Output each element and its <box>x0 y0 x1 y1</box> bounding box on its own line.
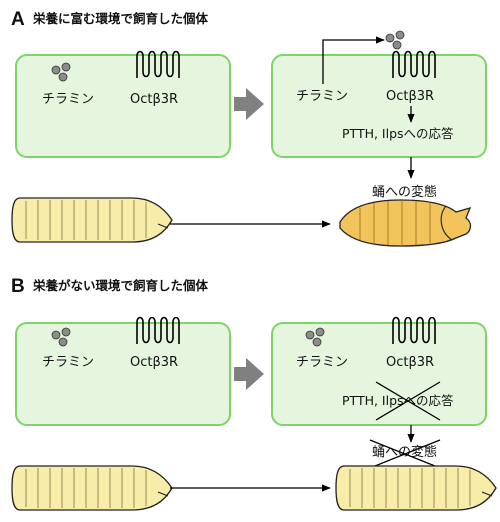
receptor-label: Octβ3R <box>386 355 434 370</box>
binding-arrow-icon <box>322 36 385 84</box>
pupa-icon <box>339 199 472 247</box>
panel-b-right-cell: チラミン Octβ3R PTTH, Ilpsへの応答 <box>271 316 487 426</box>
panel-a-title: 栄養に富む環境で飼育した個体 <box>32 11 209 26</box>
receptor-label: Octβ3R <box>130 92 178 107</box>
panel-b: B 栄養がない環境で飼育した個体 チラミン Octβ3R チラミン Octβ3R… <box>11 276 497 511</box>
panel-a-right-cell: チラミン Octβ3R PTTH, Ilpsへの応答 <box>271 30 487 158</box>
blocked-cross-icon <box>369 439 441 469</box>
panel-b-left-cell: チラミン Octβ3R <box>15 316 231 426</box>
larva-icon <box>11 197 173 243</box>
receptor-label: Octβ3R <box>130 355 178 370</box>
transition-arrow-icon <box>234 358 264 390</box>
panel-b-title: 栄養がない環境で飼育した個体 <box>32 278 209 293</box>
ligand-label: チラミン <box>42 355 94 370</box>
panel-a-left-cell: チラミン Octβ3R <box>15 50 231 158</box>
outcome-label: 蛹への変態 <box>372 444 437 460</box>
larva-icon <box>11 465 173 511</box>
panel-a: A 栄養に富む環境で飼育した個体 チラミン Octβ3R チラミン Octβ3R… <box>11 9 487 247</box>
ligand-label: チラミン <box>42 92 94 107</box>
blocked-cross-icon <box>375 381 441 421</box>
receptor-label: Octβ3R <box>386 89 434 104</box>
bound-ligand-icon <box>385 30 405 50</box>
response-label: PTTH, Ilpsへの応答 <box>342 126 454 141</box>
panel-b-letter: B <box>11 276 25 297</box>
larva-icon <box>335 465 497 511</box>
transition-arrow-icon <box>234 88 264 120</box>
panel-a-letter: A <box>11 9 25 30</box>
response-label: PTTH, Ilpsへの応答 <box>342 393 454 408</box>
outcome-label: 蛹への変態 <box>372 184 437 200</box>
ligand-label: チラミン <box>296 89 348 104</box>
ligand-label: チラミン <box>296 355 348 370</box>
